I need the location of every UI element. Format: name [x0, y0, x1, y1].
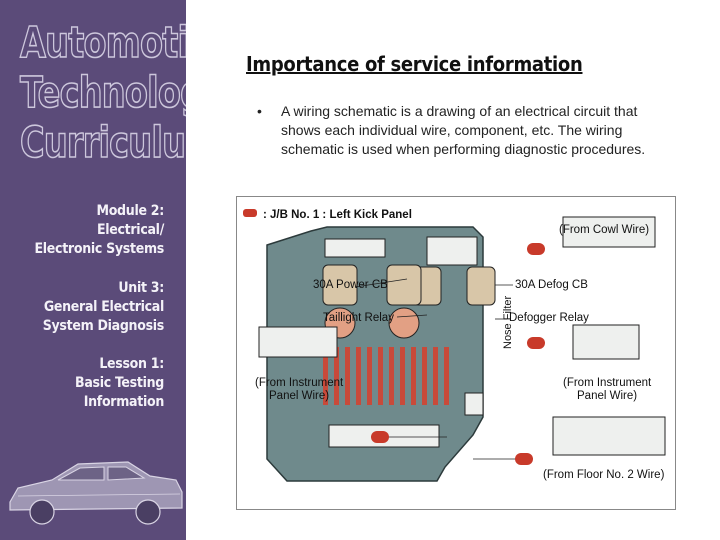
- label-from-ip-right-2: Panel Wire): [577, 390, 638, 402]
- bullet-text: A wiring schematic is a drawing of an el…: [281, 103, 646, 157]
- module-line-2: Electrical/: [96, 222, 164, 238]
- slide-title: Importance of service information: [246, 52, 583, 76]
- sidebar: Automotive Technology Curriculum Module …: [0, 0, 186, 540]
- lesson-info: Lesson 1: Basic Testing Information: [75, 355, 164, 412]
- label-from-ip-left-2: Panel Wire): [269, 390, 330, 402]
- label-power-cb: 30A Power CB: [313, 279, 388, 291]
- bullet-marker: •: [257, 103, 262, 119]
- unit-info: Unit 3: General Electrical System Diagno…: [42, 279, 165, 336]
- brand-line-1: Automotive: [19, 17, 186, 69]
- module-line-1: Module 2:: [96, 203, 164, 219]
- module-info: Module 2: Electrical/ Electronic Systems: [34, 202, 164, 259]
- label-defogger-relay: Defogger Relay: [509, 312, 589, 324]
- unit-line-3: System Diagnosis: [42, 318, 165, 334]
- lesson-line-3: Information: [83, 394, 165, 410]
- wiring-schematic-diagram: : J/B No. 1 : Left Kick Panel (From Cowl…: [236, 196, 676, 510]
- module-line-3: Electronic Systems: [34, 241, 164, 257]
- curriculum-logo: Automotive Technology Curriculum: [19, 17, 186, 169]
- unit-line-2: General Electrical: [43, 299, 164, 315]
- label-defog-cb: 30A Defog CB: [515, 279, 588, 291]
- label-taillight-relay: Taillight Relay: [323, 312, 394, 324]
- label-from-cowl: (From Cowl Wire): [559, 224, 650, 236]
- car-illustration: [9, 461, 183, 525]
- brand-line-3: Curriculum: [19, 117, 186, 169]
- label-nose-filter: Nose Filter: [502, 295, 514, 349]
- label-from-ip-right-1: (From Instrument: [563, 377, 652, 389]
- label-from-floor: (From Floor No. 2 Wire): [543, 469, 665, 481]
- unit-line-1: Unit 3:: [118, 280, 164, 296]
- brand-line-2: Technology: [19, 67, 186, 119]
- lesson-line-2: Basic Testing: [75, 375, 164, 391]
- lesson-line-1: Lesson 1:: [99, 356, 164, 372]
- junction-block-drawing: [243, 209, 666, 482]
- label-from-ip-left-1: (From Instrument: [255, 377, 344, 389]
- diagram-header: : J/B No. 1 : Left Kick Panel: [263, 209, 412, 221]
